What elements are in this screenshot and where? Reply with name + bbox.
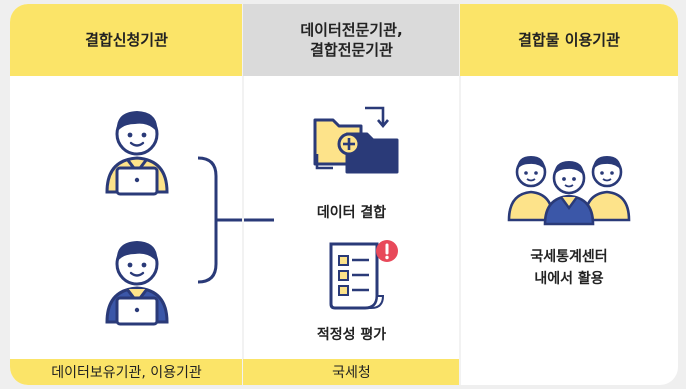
specialist-header: 데이터전문기관, 결합전문기관 [243,4,460,76]
user-header-text: 결합물 이용기관 [518,31,620,49]
step-audit-label: 적정성 평가 [316,327,387,343]
connector-bracket [197,156,274,284]
specialist-column: 데이터전문기관, 결합전문기관 데이터 결합 [243,4,460,385]
checklist-alert-icon [329,240,398,310]
specialist-header-line2: 결합전문기관 [310,41,393,59]
group-people-icon [507,156,631,226]
person-laptop-icon [105,241,169,326]
flow-panel: 결합신청기관 [10,4,678,385]
usage-desc-line1: 국세통계센터 [530,249,608,265]
specialist-footer: 국세청 [243,359,460,385]
applicant-header: 결합신청기관 [10,4,243,76]
specialist-footer-text: 국세청 [332,365,371,381]
column-divider [242,4,244,385]
person-laptop-icon [105,111,169,196]
specialist-header-line1: 데이터전문기관, [300,21,403,39]
user-column: 결합물 이용기관 국세통계센터 내에서 활용 [460,4,678,385]
folder-merge-icon [313,106,399,174]
user-header: 결합물 이용기관 [460,4,678,76]
applicant-column: 결합신청기관 [10,4,274,385]
applicant-footer: 데이터보유기관, 이용기관 [10,359,243,385]
usage-desc-line2: 내에서 활용 [534,271,604,287]
applicant-header-text: 결합신청기관 [85,31,168,49]
applicant-footer-text: 데이터보유기관, 이용기관 [51,365,202,381]
step-merge-label: 데이터 결합 [316,205,387,221]
column-divider [459,4,461,385]
